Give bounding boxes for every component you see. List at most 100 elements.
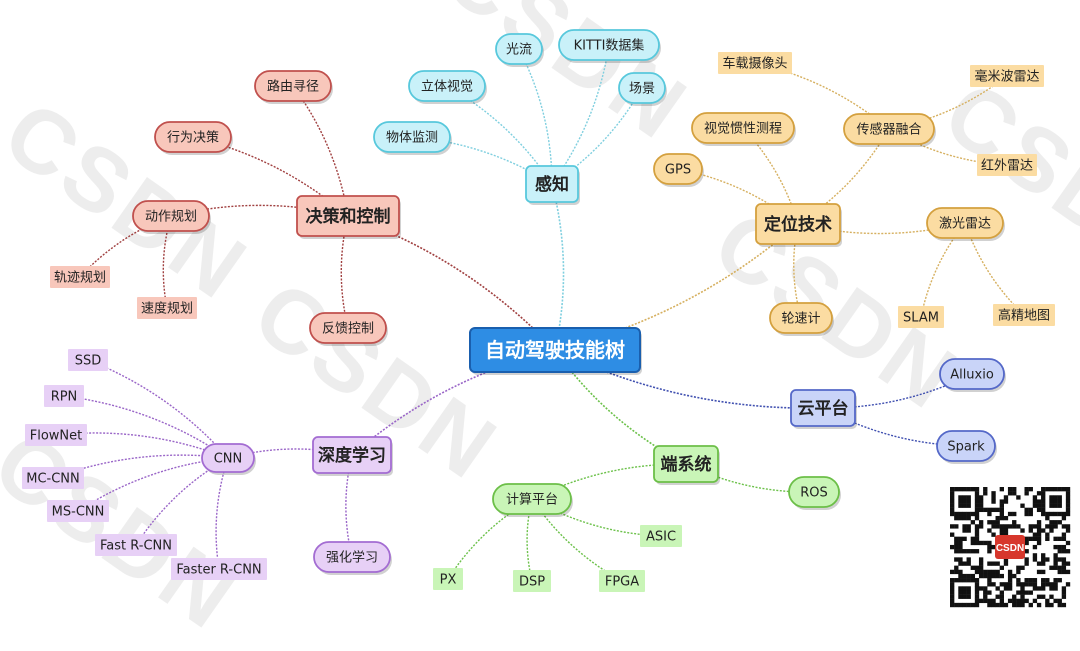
node-box	[691, 112, 795, 144]
node-lo3b[interactable]: 毫米波雷达	[970, 65, 1044, 87]
node-label: MC-CNN	[26, 472, 80, 487]
node-label: 激光雷达	[939, 217, 991, 232]
node-box	[653, 153, 703, 185]
node-label: 轮速计	[781, 312, 820, 327]
node-lo5[interactable]: 轮速计	[769, 302, 834, 336]
node-dl1c[interactable]: FlowNet	[25, 424, 87, 446]
node-dc2[interactable]: 行为决策	[154, 121, 233, 155]
node-label: CNN	[214, 452, 243, 467]
node-root[interactable]: 自动驾驶技能树	[469, 327, 642, 375]
node-box	[373, 121, 451, 153]
node-pc4[interactable]: KITTI数据集	[558, 29, 661, 63]
node-pc3[interactable]: 光流	[495, 33, 544, 67]
node-box	[132, 200, 210, 232]
edge-pc-pc1	[411, 136, 553, 185]
node-box	[718, 52, 792, 74]
node-box	[313, 541, 391, 573]
node-label: 路由寻径	[267, 79, 319, 95]
node-dl1g[interactable]: Faster R-CNN	[171, 558, 267, 580]
node-label: DSP	[519, 575, 545, 590]
node-dl2[interactable]: 强化学习	[313, 541, 392, 575]
node-label: MS-CNN	[52, 505, 105, 520]
node-label: 毫米波雷达	[974, 69, 1039, 85]
node-cl2[interactable]: Spark	[936, 430, 997, 464]
edge-dl1-dl1a	[87, 359, 229, 459]
node-lo4b[interactable]: 高精地图	[993, 304, 1055, 326]
node-dl1[interactable]: CNN	[201, 443, 256, 475]
node-lo2[interactable]: 视觉惯性测程	[691, 112, 796, 146]
node-box	[898, 306, 944, 328]
edge-dc3-dc3b	[162, 215, 172, 309]
node-lo3[interactable]: 传感器融合	[843, 113, 936, 147]
node-label: SSD	[75, 354, 102, 369]
node-box	[296, 195, 400, 237]
node-es2d[interactable]: PX	[433, 568, 463, 590]
node-box	[254, 70, 332, 102]
node-label: 决策和控制	[306, 206, 391, 227]
node-dl[interactable]: 深度学习	[312, 436, 393, 476]
node-pc1[interactable]: 物体监测	[373, 121, 452, 155]
node-es2[interactable]: 计算平台	[492, 483, 573, 517]
node-pc5[interactable]: 场景	[618, 72, 667, 106]
node-lo[interactable]: 定位技术	[755, 203, 842, 247]
node-dc3b[interactable]: 速度规划	[137, 297, 197, 319]
node-label: Spark	[947, 440, 985, 455]
node-lo3c[interactable]: 红外雷达	[977, 154, 1037, 176]
node-box	[755, 203, 841, 245]
node-label: KITTI数据集	[574, 38, 645, 54]
node-label: 自动驾驶技能树	[485, 338, 625, 362]
node-dc3[interactable]: 动作规划	[132, 200, 211, 234]
node-box	[653, 445, 719, 483]
node-label: 深度学习	[318, 445, 386, 466]
node-es2c[interactable]: DSP	[513, 570, 551, 592]
node-label: 立体视觉	[421, 80, 473, 95]
edge-cl-cl2	[822, 407, 967, 447]
node-label: 红外雷达	[981, 158, 1033, 174]
node-box	[95, 534, 177, 556]
node-box	[599, 570, 645, 592]
node-box	[843, 113, 935, 145]
node-es[interactable]: 端系统	[653, 445, 720, 485]
node-es2a[interactable]: ASIC	[640, 525, 682, 547]
node-lo1[interactable]: GPS	[653, 153, 704, 187]
node-lo4a[interactable]: SLAM	[898, 306, 944, 328]
node-box	[492, 483, 572, 515]
node-box	[993, 304, 1055, 326]
node-dl1f[interactable]: Fast R-CNN	[95, 534, 177, 556]
node-label: 物体监测	[386, 131, 438, 146]
node-lo4[interactable]: 激光雷达	[926, 207, 1005, 241]
node-dc1[interactable]: 路由寻径	[254, 70, 333, 104]
node-box	[970, 65, 1044, 87]
node-label: ROS	[800, 486, 828, 501]
node-dc[interactable]: 决策和控制	[296, 195, 401, 239]
node-label: SLAM	[903, 311, 939, 326]
qr-code: CSDN	[950, 487, 1071, 608]
node-label: FlowNet	[30, 429, 83, 444]
edge-dl1-dl1b	[63, 395, 229, 459]
node-dc4[interactable]: 反馈控制	[309, 312, 388, 346]
node-dl1a[interactable]: SSD	[68, 349, 108, 371]
csdn-logo-badge	[995, 535, 1025, 559]
edge-pc-pc3	[518, 48, 553, 185]
node-label: 强化学习	[326, 550, 378, 566]
node-label: RPN	[51, 390, 78, 405]
node-cl[interactable]: 云平台	[790, 389, 857, 429]
node-label: 反馈控制	[322, 322, 374, 337]
node-dl1d[interactable]: MC-CNN	[22, 467, 84, 489]
node-label: GPS	[665, 163, 691, 178]
node-box	[68, 349, 108, 371]
node-pc[interactable]: 感知	[525, 165, 580, 205]
node-box	[47, 500, 109, 522]
node-es2b[interactable]: FPGA	[599, 570, 645, 592]
node-label: FPGA	[605, 575, 639, 590]
node-label: 传感器融合	[856, 122, 921, 138]
node-lo3a[interactable]: 车载摄像头	[718, 52, 792, 74]
node-dl1b[interactable]: RPN	[44, 385, 84, 407]
node-dl1e[interactable]: MS-CNN	[47, 500, 109, 522]
node-dc3a[interactable]: 轨迹规划	[50, 266, 110, 288]
node-es1[interactable]: ROS	[788, 476, 841, 510]
node-box	[50, 266, 110, 288]
node-pc2[interactable]: 立体视觉	[408, 70, 487, 104]
node-cl1[interactable]: Alluxio	[939, 358, 1006, 392]
